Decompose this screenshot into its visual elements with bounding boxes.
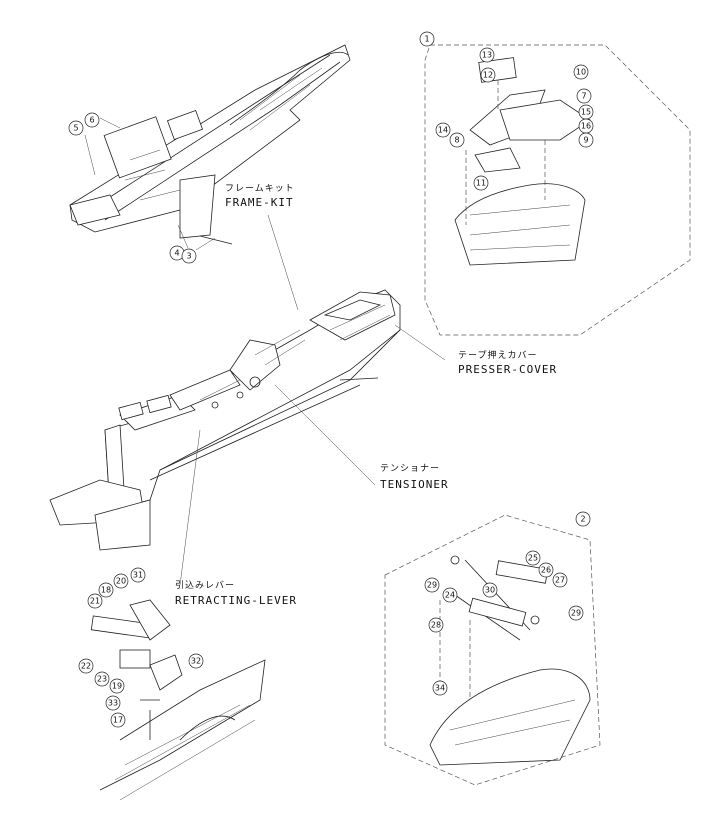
callout-tensioner: テンショナー TENSIONER xyxy=(380,463,449,491)
part-bubble-presser-10: 10 xyxy=(573,64,589,80)
part-bubble-tensioner-27: 27 xyxy=(552,572,568,588)
leader-lines xyxy=(179,214,446,586)
part-bubble-lever-23: 23 xyxy=(94,671,110,687)
frame-kit-label-jp: フレームキット xyxy=(225,183,295,194)
svg-text:31: 31 xyxy=(133,571,143,580)
svg-text:12: 12 xyxy=(483,71,493,80)
svg-text:14: 14 xyxy=(438,126,448,135)
retracting-lever-view xyxy=(90,599,266,801)
part-bubble-tensioner-29: 29 xyxy=(424,577,440,593)
callout-retracting-lever: 引込みレバー RETRACTING-LEVER xyxy=(175,580,297,607)
svg-text:1: 1 xyxy=(424,35,429,44)
part-bubble-tensioner-26: 26 xyxy=(538,562,554,578)
callout-presser-cover: テープ押えカバー PRESSER-COVER xyxy=(458,349,557,376)
part-bubble-lever-20: 20 xyxy=(113,573,129,589)
svg-text:23: 23 xyxy=(97,675,107,684)
presser-cover-label-jp: テープ押えカバー xyxy=(458,349,537,361)
part-bubble-presser-8: 8 xyxy=(449,132,465,148)
tensioner-label-jp: テンショナー xyxy=(380,463,440,474)
svg-text:7: 7 xyxy=(581,92,586,101)
retracting-lever-label-jp: 引込みレバー xyxy=(175,580,235,591)
part-bubble-presser-12: 12 xyxy=(480,67,496,83)
svg-text:34: 34 xyxy=(435,684,445,693)
callout-frame-kit: フレームキット FRAME-KIT xyxy=(225,183,295,209)
svg-text:24: 24 xyxy=(445,591,455,600)
svg-text:32: 32 xyxy=(191,657,201,666)
assembly-mark-2: 2 xyxy=(575,511,591,527)
svg-text:29: 29 xyxy=(427,581,437,590)
svg-text:19: 19 xyxy=(112,682,122,691)
part-bubble-tensioner-29: 29 xyxy=(568,605,584,621)
part-bubble-lever-21: 21 xyxy=(87,593,103,609)
part-bubble-presser-16: 16 xyxy=(578,118,594,134)
presser-cover-assembly xyxy=(424,44,691,336)
svg-text:15: 15 xyxy=(581,108,591,117)
svg-text:16: 16 xyxy=(581,122,591,131)
svg-text:3: 3 xyxy=(186,252,191,261)
svg-text:17: 17 xyxy=(113,716,123,725)
tensioner-label: TENSIONER xyxy=(380,478,449,491)
svg-text:11: 11 xyxy=(476,179,486,188)
svg-text:2: 2 xyxy=(580,515,585,524)
svg-text:5: 5 xyxy=(73,124,78,133)
part-bubble-lever-31: 31 xyxy=(130,567,146,583)
part-bubble-tensioner-30: 30 xyxy=(482,582,498,598)
part-bubble-presser-9: 9 xyxy=(578,132,594,148)
part-bubble-frame-3: 3 xyxy=(181,248,197,264)
part-bubble-lever-17: 17 xyxy=(110,712,126,728)
svg-text:33: 33 xyxy=(108,699,118,708)
svg-text:22: 22 xyxy=(81,662,91,671)
svg-text:18: 18 xyxy=(101,586,111,595)
part-bubble-presser-15: 15 xyxy=(578,104,594,120)
svg-text:20: 20 xyxy=(116,577,126,586)
part-bubble-tensioner-24: 24 xyxy=(442,587,458,603)
part-bubble-presser-14: 14 xyxy=(435,122,451,138)
svg-text:6: 6 xyxy=(89,116,94,125)
part-bubble-frame-6: 6 xyxy=(84,112,100,128)
svg-text:10: 10 xyxy=(576,68,586,77)
retracting-lever-label: RETRACTING-LEVER xyxy=(175,594,297,607)
frame-kit-label: FRAME-KIT xyxy=(225,196,294,209)
frame-kit-view xyxy=(69,44,351,251)
part-bubble-tensioner-28: 28 xyxy=(428,617,444,633)
part-bubble-tensioner-25: 25 xyxy=(525,550,541,566)
svg-text:27: 27 xyxy=(555,576,565,585)
presser-cover-label: PRESSER-COVER xyxy=(458,363,557,376)
part-bubble-tensioner-34: 34 xyxy=(432,680,448,696)
assembly-mark-1: 1 xyxy=(419,31,435,47)
svg-text:4: 4 xyxy=(174,249,179,258)
svg-text:26: 26 xyxy=(541,566,551,575)
svg-text:9: 9 xyxy=(583,136,588,145)
part-bubble-presser-13: 13 xyxy=(479,47,495,63)
svg-text:13: 13 xyxy=(482,51,492,60)
svg-text:25: 25 xyxy=(528,554,538,563)
svg-text:8: 8 xyxy=(454,136,459,145)
svg-text:29: 29 xyxy=(571,609,581,618)
part-bubble-presser-11: 11 xyxy=(473,175,489,191)
part-bubble-lever-33: 33 xyxy=(105,695,121,711)
svg-text:28: 28 xyxy=(431,621,441,630)
main-feeder-body xyxy=(49,289,401,551)
part-bubble-lever-22: 22 xyxy=(78,658,94,674)
part-bubble-frame-5: 5 xyxy=(68,120,84,136)
svg-text:30: 30 xyxy=(485,586,495,595)
svg-text:21: 21 xyxy=(90,597,100,606)
part-bubble-presser-7: 7 xyxy=(576,88,592,104)
tensioner-assembly xyxy=(384,514,601,786)
part-bubble-lever-32: 32 xyxy=(188,653,204,669)
part-bubble-lever-19: 19 xyxy=(109,678,125,694)
part-bubble-lever-18: 18 xyxy=(98,582,114,598)
